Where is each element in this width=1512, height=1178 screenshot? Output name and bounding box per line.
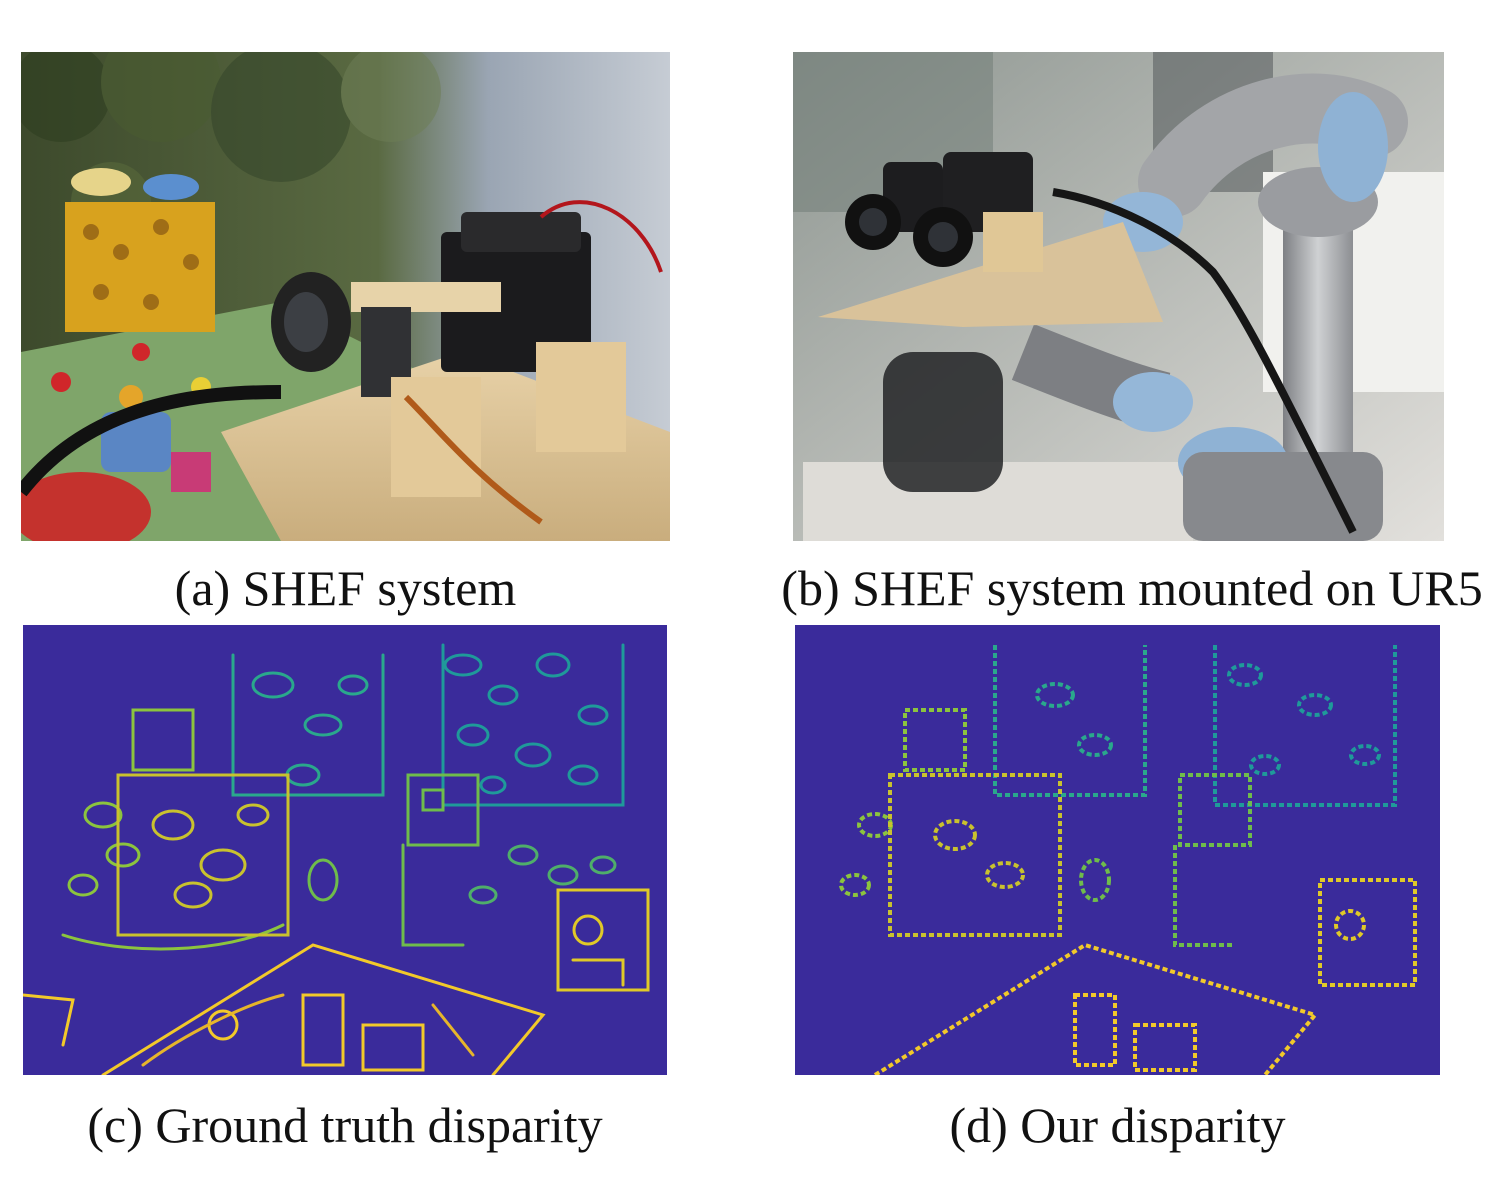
caption-d: (d) Our disparity	[949, 1097, 1286, 1153]
ur5-illustration	[793, 52, 1444, 541]
ground-truth-disparity-illustration	[23, 625, 667, 1075]
disparity-map-ground-truth	[23, 625, 667, 1075]
caption-b: (b) SHEF system mounted on UR5	[781, 560, 1483, 616]
caption-c: (c) Ground truth disparity	[87, 1097, 603, 1153]
our-disparity-illustration	[795, 625, 1440, 1075]
photo-shef-on-ur5	[793, 52, 1444, 541]
caption-a: (a) SHEF system	[174, 560, 517, 616]
shef-system-illustration	[21, 52, 670, 541]
photo-shef-system	[21, 52, 670, 541]
disparity-map-ours	[795, 625, 1440, 1075]
